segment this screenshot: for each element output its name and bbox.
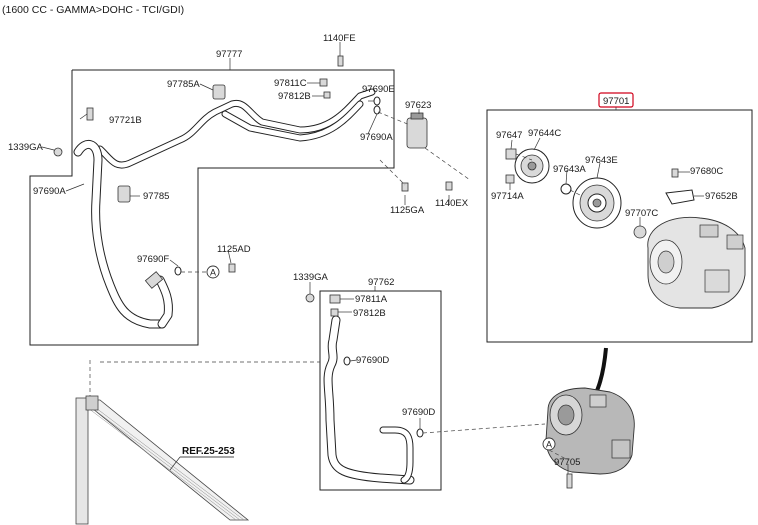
label-97762[interactable]: 97762 bbox=[368, 277, 394, 288]
bolt-97680C bbox=[671, 168, 679, 178]
label-97714A[interactable]: 97714A bbox=[491, 191, 524, 202]
oring-97690D-1 bbox=[343, 356, 351, 366]
label-97811C[interactable]: 97811C bbox=[274, 78, 307, 89]
suction-pipe bbox=[96, 88, 376, 169]
bolt-1339GA bbox=[53, 147, 63, 157]
bolt-1140FE bbox=[337, 55, 344, 67]
bolt-1140EX bbox=[445, 181, 453, 191]
marker-a-2[interactable]: A bbox=[542, 437, 556, 451]
label-97690D-2[interactable]: 97690D bbox=[402, 407, 435, 418]
oring-97690F bbox=[174, 266, 182, 276]
snap-ring-97643A bbox=[560, 183, 572, 195]
label-97777[interactable]: 97777 bbox=[216, 49, 242, 60]
bolt-1125GA bbox=[401, 182, 409, 192]
label-97707C[interactable]: 97707C bbox=[625, 208, 658, 219]
label-97701[interactable]: 97701 bbox=[603, 96, 629, 107]
bolt-1339GA-mid bbox=[305, 293, 315, 303]
discharge-hose bbox=[323, 315, 415, 485]
valve-97812B-mid bbox=[330, 308, 339, 317]
label-97643A[interactable]: 97643A bbox=[553, 164, 586, 175]
suction-hose-frame bbox=[29, 69, 395, 346]
bracket-97652B bbox=[665, 189, 695, 205]
compressor-frame bbox=[486, 109, 753, 343]
ref-label[interactable]: REF.25-253 bbox=[182, 446, 235, 457]
label-97690A-left[interactable]: 97690A bbox=[33, 186, 66, 197]
label-97785[interactable]: 97785 bbox=[143, 191, 169, 202]
pointer-arrow bbox=[593, 347, 608, 396]
label-97811A[interactable]: 97811A bbox=[355, 294, 388, 305]
label-1140EX[interactable]: 1140EX bbox=[435, 198, 469, 209]
discharge-hose-frame bbox=[319, 290, 442, 491]
pulley-97643E bbox=[572, 177, 622, 229]
label-97812B-mid[interactable]: 97812B bbox=[353, 308, 386, 319]
label-1339GA-left[interactable]: 1339GA bbox=[8, 142, 44, 153]
svg-text:A: A bbox=[546, 440, 552, 450]
cap-97811C bbox=[319, 78, 328, 87]
label-97721B[interactable]: 97721B bbox=[109, 115, 142, 126]
suction-hose bbox=[73, 140, 173, 329]
label-97644C[interactable]: 97644C bbox=[528, 128, 561, 139]
coil-97707C bbox=[633, 225, 647, 239]
label-97690A-top[interactable]: 97690A bbox=[360, 132, 393, 143]
label-97690D-1[interactable]: 97690D bbox=[356, 355, 389, 366]
shim-97714A bbox=[505, 174, 515, 184]
bolt-1125AD bbox=[228, 263, 236, 273]
compressor-assembly bbox=[545, 387, 635, 475]
receiver-97623 bbox=[406, 112, 428, 149]
label-97623[interactable]: 97623 bbox=[405, 100, 431, 111]
label-97652B[interactable]: 97652B bbox=[705, 191, 738, 202]
cap-97811A bbox=[329, 294, 341, 304]
label-1339GA-mid[interactable]: 1339GA bbox=[293, 272, 329, 283]
label-97812B[interactable]: 97812B bbox=[278, 91, 311, 102]
label-97690E[interactable]: 97690E bbox=[362, 84, 395, 95]
label-97643E[interactable]: 97643E bbox=[585, 155, 618, 166]
svg-text:A: A bbox=[210, 268, 216, 278]
sensor-97721B bbox=[86, 107, 94, 121]
label-97785A[interactable]: 97785A bbox=[167, 79, 200, 90]
valve-97812B bbox=[323, 91, 331, 99]
clutch-hub-97644C bbox=[514, 148, 550, 184]
bolt-97647 bbox=[505, 148, 517, 160]
engine-spec-header: (1600 CC - GAMMA>DOHC - TCI/GDI) bbox=[2, 4, 184, 16]
label-97705[interactable]: 97705 bbox=[554, 457, 580, 468]
label-97690F[interactable]: 97690F bbox=[137, 254, 169, 265]
label-1125AD[interactable]: 1125AD bbox=[217, 244, 251, 255]
label-1125GA[interactable]: 1125GA bbox=[390, 205, 425, 216]
label-97647[interactable]: 97647 bbox=[496, 130, 522, 141]
label-97680C[interactable]: 97680C bbox=[690, 166, 723, 177]
hose-fitting bbox=[144, 271, 164, 289]
compressor-97701 bbox=[647, 216, 746, 309]
oring-97690E bbox=[373, 96, 381, 106]
label-1140FE[interactable]: 1140FE bbox=[323, 33, 356, 44]
clip-97785 bbox=[117, 185, 131, 203]
bolt-97705 bbox=[566, 473, 573, 489]
clip-97785A bbox=[212, 84, 226, 100]
condenser-ref bbox=[75, 360, 320, 525]
marker-a-1[interactable]: A bbox=[206, 265, 220, 279]
oring-97690D-2 bbox=[416, 428, 424, 438]
